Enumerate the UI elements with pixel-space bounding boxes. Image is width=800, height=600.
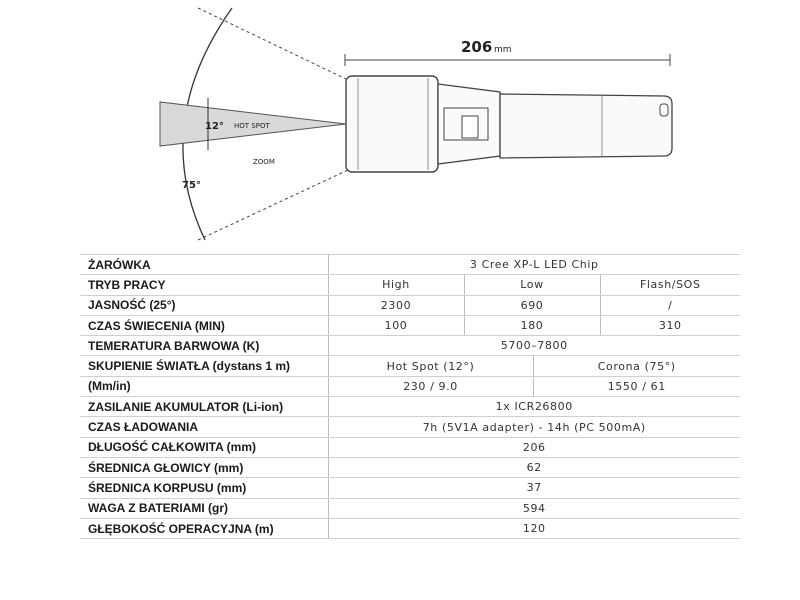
table-row: GŁĘBOKOŚĆ OPERACYJNA (m) 120: [80, 518, 740, 540]
length-unit: mm: [494, 45, 512, 55]
spec-value: 1x ICR26800: [328, 396, 740, 418]
spec-label: ŚREDNICA GŁOWICY (mm): [80, 457, 329, 479]
table-row: CZAS ŁADOWANIA 7h (5V1A adapter) - 14h (…: [80, 416, 740, 438]
spec-value: Corona (75°): [533, 355, 740, 377]
spec-label: GŁĘBOKOŚĆ OPERACYJNA (m): [80, 518, 329, 540]
table-row: ŚREDNICA KORPUSU (mm) 37: [80, 477, 740, 499]
spec-value: /: [600, 295, 740, 316]
spec-value: 2300: [328, 295, 465, 316]
spec-value: 100: [328, 315, 465, 337]
spec-label: ŚREDNICA KORPUSU (mm): [80, 477, 329, 499]
spec-value: Hot Spot (12°): [328, 355, 534, 377]
spec-value: Low: [464, 274, 601, 296]
spec-value: 230 / 9.0: [328, 376, 534, 398]
zoom-label: ZOOM: [253, 158, 275, 166]
wide-angle-label: 75°: [182, 180, 201, 191]
spec-label: ZASILANIE AKUMULATOR (Li-ion): [80, 396, 329, 418]
spec-label: JASNOŚĆ (25°): [80, 295, 329, 316]
beam-edge-bottom: [197, 169, 349, 241]
spec-label: CZAS ŚWIECENIA (MIN): [80, 315, 329, 337]
spec-label: DŁUGOŚĆ CAŁKOWITA (mm): [80, 437, 329, 458]
spec-value: 594: [328, 498, 740, 519]
spec-label: TRYB PRACY: [80, 274, 329, 296]
spec-label: ŻARÓWKA: [80, 253, 329, 276]
flashlight-head: [345, 75, 439, 173]
spec-label: (Mm/in): [80, 376, 329, 398]
table-row: WAGA Z BATERIAMI (gr) 594: [80, 498, 740, 519]
spec-value: 7h (5V1A adapter) - 14h (PC 500mA): [328, 416, 740, 438]
table-row: TEMERATURA BARWOWA (K) 5700–7800: [80, 335, 740, 357]
table-row: SKUPIENIE ŚWIATŁA (dystans 1 m) Hot Spot…: [80, 355, 740, 377]
spec-table: ŻARÓWKA 3 Cree XP-L LED Chip TRYB PRACY …: [80, 253, 740, 540]
table-row: JASNOŚĆ (25°) 2300 690 /: [80, 295, 740, 316]
hot-spot-label: HOT SPOT: [234, 122, 270, 130]
spec-value: 5700–7800: [328, 335, 740, 357]
table-row: TRYB PRACY High Low Flash/SOS: [80, 274, 740, 296]
spec-value: 690: [464, 295, 601, 316]
lanyard-slot: [659, 103, 669, 117]
hot-spot-cone: [159, 101, 347, 147]
table-row: DŁUGOŚĆ CAŁKOWITA (mm) 206: [80, 437, 740, 458]
spec-value: 180: [464, 315, 601, 337]
flashlight-body: [499, 93, 673, 159]
spec-value: 1550 / 61: [533, 376, 740, 398]
beam-edge-top: [197, 7, 349, 81]
spec-value: 62: [328, 457, 740, 479]
flashlight-diagram: 206 mm 12° HOT SPOT ZOOM 75°: [159, 7, 673, 241]
table-row: ŚREDNICA GŁOWICY (mm) 62: [80, 457, 740, 479]
spec-label: WAGA Z BATERIAMI (gr): [80, 498, 329, 519]
spec-value: 37: [328, 477, 740, 499]
narrow-angle-label: 12°: [205, 121, 224, 132]
length-value: 206: [461, 38, 492, 56]
table-row: (Mm/in) 230 / 9.0 1550 / 61: [80, 376, 740, 398]
switch-button: [461, 115, 479, 139]
table-row: ŻARÓWKA 3 Cree XP-L LED Chip: [80, 253, 740, 276]
spec-value: 206: [328, 437, 740, 458]
spec-value: 310: [600, 315, 740, 337]
spec-label: CZAS ŁADOWANIA: [80, 416, 329, 438]
spec-value: 120: [328, 518, 740, 540]
spec-value: Flash/SOS: [600, 274, 740, 296]
spec-value: High: [328, 274, 465, 296]
spec-label: SKUPIENIE ŚWIATŁA (dystans 1 m): [80, 355, 329, 377]
spec-label: TEMERATURA BARWOWA (K): [80, 335, 329, 357]
spec-value: 3 Cree XP-L LED Chip: [328, 253, 740, 276]
table-row: ZASILANIE AKUMULATOR (Li-ion) 1x ICR2680…: [80, 396, 740, 418]
table-row: CZAS ŚWIECENIA (MIN) 100 180 310: [80, 315, 740, 337]
